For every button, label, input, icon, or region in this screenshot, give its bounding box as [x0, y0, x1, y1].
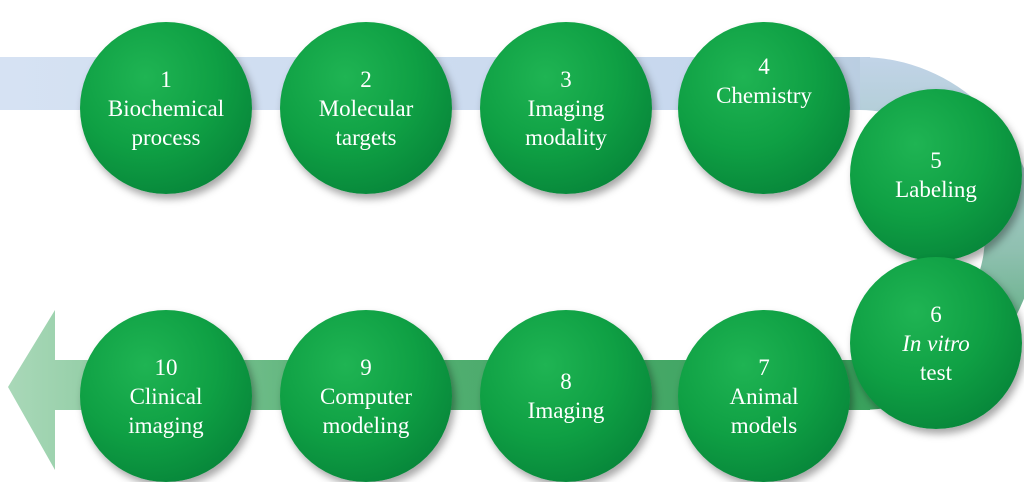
step-label: Imaging [527, 95, 605, 121]
step-label: Imaging [527, 398, 605, 423]
step-label: test [920, 359, 952, 385]
step-number: 8 [560, 369, 572, 394]
step-label: models [730, 412, 798, 438]
step-label: modeling [322, 412, 410, 438]
step-label: In vitro [902, 330, 970, 356]
step-label: modality [525, 124, 607, 150]
step-label: Animal [729, 383, 799, 409]
step-label: imaging [128, 412, 204, 438]
step-label: Chemistry [716, 83, 812, 108]
step-number: 7 [758, 354, 770, 380]
step-number: 5 [930, 148, 942, 173]
step-number: 6 [930, 301, 942, 327]
step-number: 1 [160, 66, 172, 92]
step-label: process [131, 124, 201, 150]
step-label: targets [335, 124, 397, 150]
step-label: Molecular [318, 95, 414, 121]
step-number: 2 [360, 66, 372, 92]
step-circle-6: 6 In vitro test [850, 257, 1022, 429]
step-number: 4 [758, 54, 770, 79]
step-label: Biochemical [107, 95, 225, 121]
step-label: Labeling [895, 177, 977, 202]
step-number: 3 [560, 66, 572, 92]
step-number: 10 [154, 354, 178, 380]
step-label: Clinical [129, 383, 203, 409]
step-number: 9 [360, 354, 372, 380]
step-label: Computer [320, 383, 412, 409]
